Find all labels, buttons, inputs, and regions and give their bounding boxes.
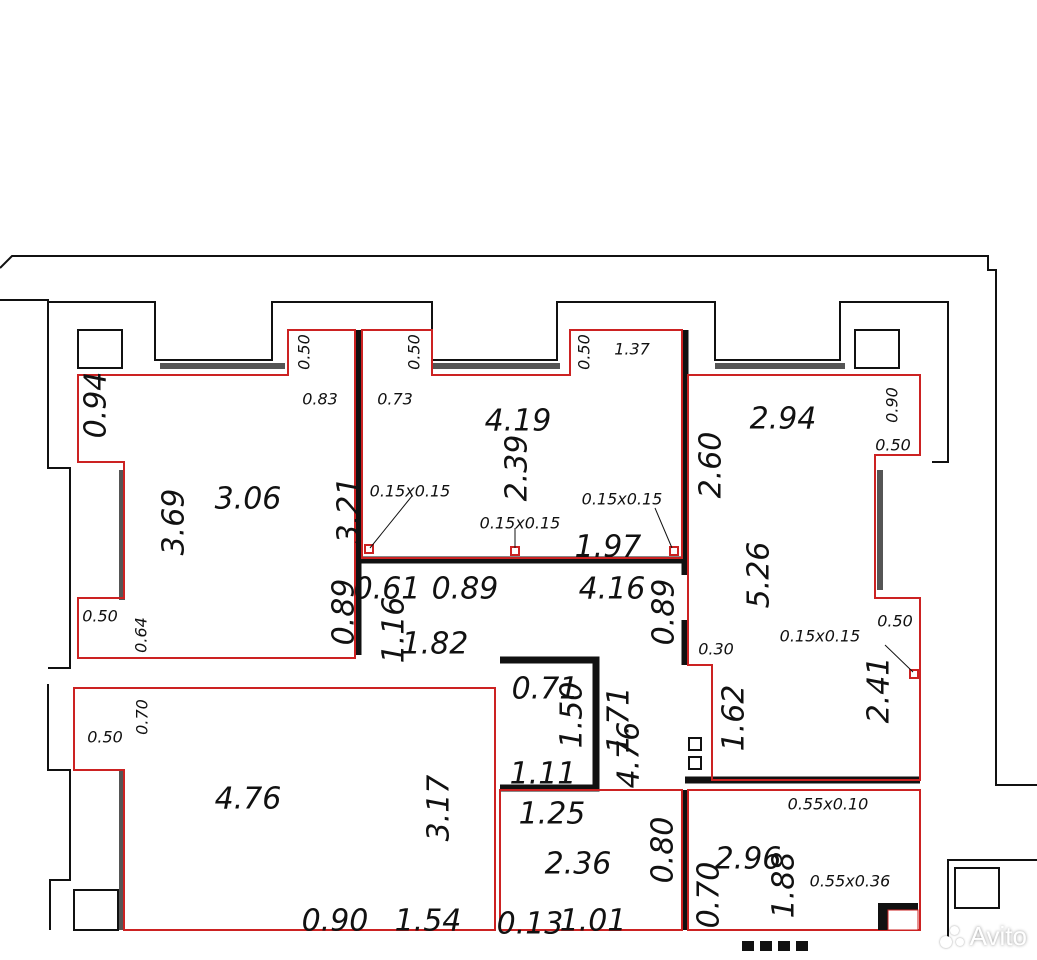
dimension-label-r3-col: 0.15x0.15 xyxy=(780,627,861,646)
dimension-labels: 3.06 3.69 0.94 0.50 0.83 0.50 0.64 3.21 0.89 4.19… xyxy=(79,334,913,941)
dimension-label-r2-073: 0.73 xyxy=(377,390,413,409)
dimension-label-r2-137: 1.37 xyxy=(614,340,650,359)
utility-block-inner xyxy=(887,909,919,931)
dimension-label-h-071: 0.71 xyxy=(512,672,579,707)
dimension-label-b-080: 0.80 xyxy=(646,817,681,884)
dimension-label-r2-239: 2.39 xyxy=(500,435,535,502)
dimension-label-r3-526: 5.26 xyxy=(742,542,777,609)
dimension-label-r3-260: 2.60 xyxy=(694,432,729,499)
dimension-label-r2-col1: 0.15x0.15 xyxy=(370,482,451,501)
watermark-text: Avito xyxy=(969,921,1027,951)
columns xyxy=(364,544,919,679)
window-boxes xyxy=(73,329,1000,931)
dimension-label-b-296: 2.96 xyxy=(715,842,782,877)
dimension-label-r4-070: 0.70 xyxy=(133,699,152,735)
dimension-label-r3-294: 2.94 xyxy=(750,402,817,437)
dimension-label-r4-090: 0.90 xyxy=(302,904,369,939)
dimension-label-b-055a: 0.55x0.10 xyxy=(788,795,869,814)
dimension-label-r1-089: 0.89 xyxy=(327,579,362,646)
dimension-label-r3-030: 0.30 xyxy=(698,640,734,659)
dimension-label-h-116: 1.16 xyxy=(377,597,412,664)
dimension-label-r1-w094: 0.94 xyxy=(79,372,114,439)
dimension-label-r1-area: 3.06 xyxy=(215,482,282,517)
radiators xyxy=(742,941,808,951)
dimension-label-r1-height: 3.69 xyxy=(157,489,192,556)
dimension-label-h-111: 1.11 xyxy=(510,757,577,792)
dimension-label-r4-476: 4.76 xyxy=(215,782,282,817)
dimension-label-h-089a: 0.89 xyxy=(432,572,499,607)
dimension-label-r2-col2: 0.15x0.15 xyxy=(480,514,561,533)
dimension-label-b-236: 2.36 xyxy=(545,847,612,882)
dimension-label-r3-050a: 0.50 xyxy=(875,436,911,455)
window-sills xyxy=(119,363,883,930)
avito-logo-icon xyxy=(939,924,966,950)
dimension-label-b-101: 1.01 xyxy=(560,904,627,939)
dimension-label-r4-154: 1.54 xyxy=(395,904,462,939)
dimension-label-h-089b: 0.89 xyxy=(647,579,682,646)
avito-watermark: Avito xyxy=(939,921,1027,952)
dimension-label-r2-050b: 0.50 xyxy=(575,334,594,370)
dimension-label-r2-area: 4.19 xyxy=(485,404,552,439)
room-outlines xyxy=(73,329,921,931)
dimension-label-r2-050a: 0.50 xyxy=(405,334,424,370)
dimension-label-r1-064: 0.64 xyxy=(132,617,151,653)
dimension-label-h-416: 4.16 xyxy=(579,572,646,607)
dimension-label-h-476: 4.76 xyxy=(612,722,647,789)
dimension-label-h-150: 1.50 xyxy=(555,682,590,749)
dimension-label-r1-321: 3.21 xyxy=(332,477,367,544)
dimension-label-b-055b: 0.55x0.36 xyxy=(810,872,891,891)
vent-squares xyxy=(688,737,702,770)
dimension-label-r1-050b: 0.50 xyxy=(82,607,118,626)
dimension-label-r1-050a: 0.50 xyxy=(295,334,314,370)
dimension-label-r1-083: 0.83 xyxy=(302,390,338,409)
dimension-label-h-182: 1.82 xyxy=(402,627,469,662)
outer-walls xyxy=(0,255,1037,940)
dimension-label-r4-317: 3.17 xyxy=(422,775,457,842)
dimension-label-b-013: 0.13 xyxy=(497,907,564,942)
dimension-label-r3-050b: 0.50 xyxy=(877,612,913,631)
leader-lines xyxy=(369,495,914,673)
dimension-label-h-061: 0.61 xyxy=(354,572,421,607)
dimension-label-r3-090: 0.90 xyxy=(883,387,902,423)
dimension-label-h-171: 1.71 xyxy=(602,687,637,754)
dimension-label-r2-197: 1.97 xyxy=(575,530,642,565)
dimension-label-r4-050: 0.50 xyxy=(87,728,123,747)
dimension-label-b-125: 1.25 xyxy=(519,797,586,832)
dimension-label-r2-col3: 0.15x0.15 xyxy=(582,490,663,509)
dimension-label-r3-241: 2.41 xyxy=(862,657,897,724)
dimension-label-h-162: 1.62 xyxy=(717,685,752,752)
dimension-label-b-070: 0.70 xyxy=(692,862,727,929)
dimension-label-b-188: 1.88 xyxy=(767,852,802,919)
